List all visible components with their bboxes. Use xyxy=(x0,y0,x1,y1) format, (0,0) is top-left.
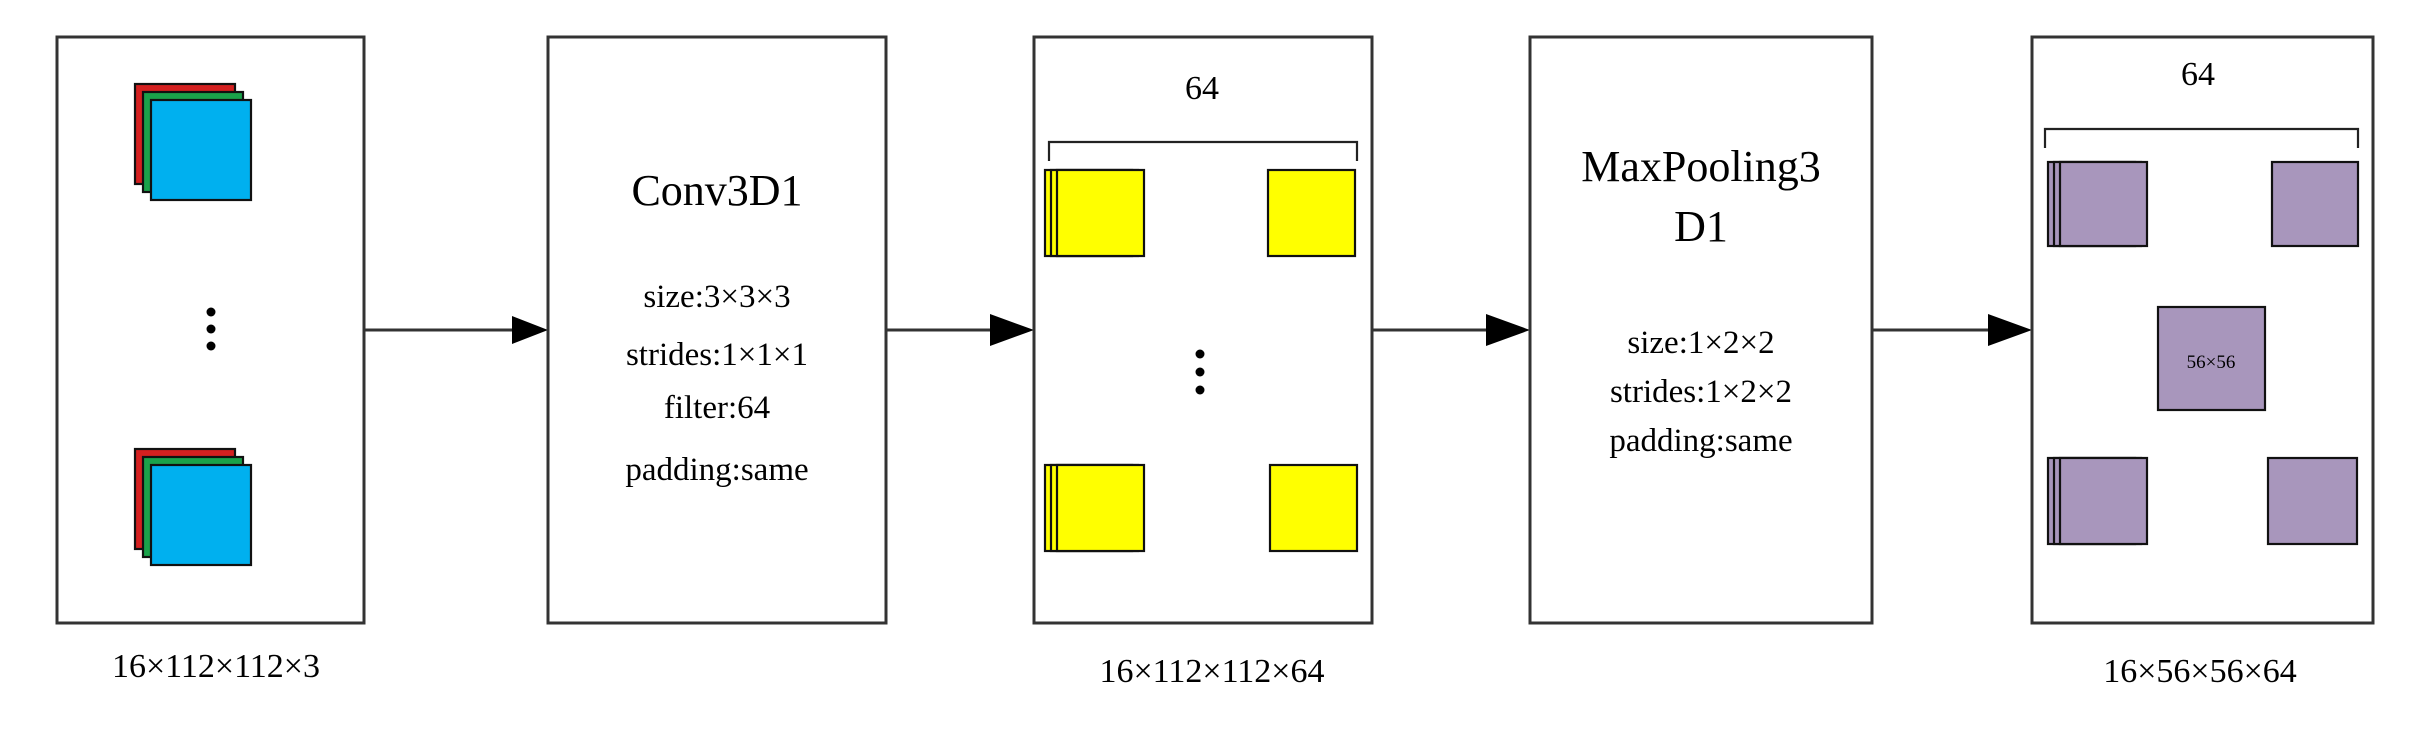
conv3d-param: size:3×3×3 xyxy=(643,279,790,315)
input-caption: 16×112×112×3 xyxy=(112,648,320,685)
rgb-frame-stack-top xyxy=(133,82,253,202)
feature-map-stack xyxy=(1043,463,1146,553)
maxpool-title: MaxPooling3 xyxy=(1581,142,1821,191)
pool-output-block: 64 56×56 16×56×56×64 xyxy=(2030,35,2375,690)
input-block: 16×112×112×3 xyxy=(55,35,366,685)
conv-output-caption: 16×112×112×64 xyxy=(1099,653,1324,690)
feature-map xyxy=(2266,456,2359,546)
channel-bracket xyxy=(2043,127,2360,148)
arrow xyxy=(1872,314,2032,346)
maxpool-box xyxy=(1528,35,1874,625)
vertical-ellipsis xyxy=(1195,349,1205,395)
maxpool-param: size:1×2×2 xyxy=(1627,325,1774,361)
blue-channel xyxy=(149,463,253,567)
channel-count-label: 64 xyxy=(2181,56,2215,93)
conv-output-block: 64 16×112×112×64 xyxy=(1032,35,1374,690)
maxpool-param: padding:same xyxy=(1609,423,1792,459)
feature-size-label: 56×56 xyxy=(2187,352,2236,373)
maxpool-block: MaxPooling3 D1 size:1×2×2 strides:1×2×2 … xyxy=(1528,35,1874,625)
channel-bracket xyxy=(1047,140,1359,161)
rgb-frame-stack-bottom xyxy=(133,447,253,567)
feature-map xyxy=(1268,463,1359,553)
pool-output-caption: 16×56×56×64 xyxy=(2103,653,2297,690)
vertical-ellipsis xyxy=(206,307,216,351)
feature-map-stack xyxy=(1043,168,1146,258)
conv3d-param: strides:1×1×1 xyxy=(626,337,808,373)
conv3d-title: Conv3D1 xyxy=(631,166,802,215)
conv3d-param: filter:64 xyxy=(664,390,770,426)
conv3d-block: Conv3D1 size:3×3×3 strides:1×1×1 filter:… xyxy=(546,35,888,625)
conv3d-box xyxy=(546,35,888,625)
arrow xyxy=(364,316,548,344)
channel-count-label: 64 xyxy=(1185,70,1219,107)
arrow xyxy=(1372,314,1530,346)
feature-map xyxy=(1266,168,1357,258)
feature-map-stack xyxy=(2046,456,2149,546)
feature-map-stack xyxy=(2046,160,2149,248)
arrow xyxy=(886,314,1034,346)
feature-map-center xyxy=(2156,305,2267,412)
feature-map xyxy=(2270,160,2360,248)
blue-channel xyxy=(149,98,253,202)
conv3d-param: padding:same xyxy=(625,452,808,488)
maxpool-param: strides:1×2×2 xyxy=(1610,374,1792,410)
maxpool-title: D1 xyxy=(1674,202,1728,251)
